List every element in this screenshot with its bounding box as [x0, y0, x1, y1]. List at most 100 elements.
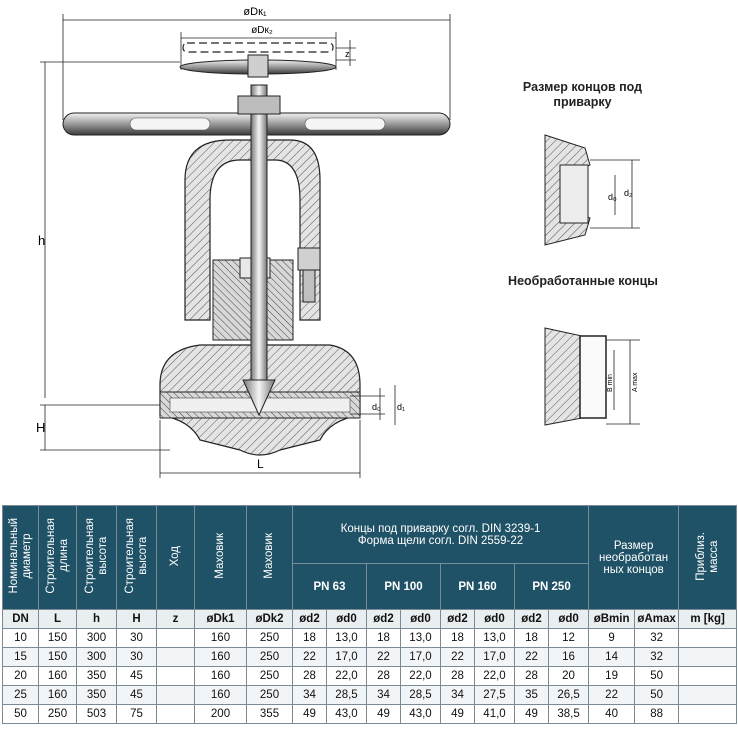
- table-cell: [156, 647, 195, 667]
- header-pn63: PN 63: [292, 563, 367, 610]
- label-d1: d₁: [397, 402, 405, 412]
- table-cell: 10: [2, 628, 39, 648]
- table-cell: 19: [588, 666, 636, 686]
- table-cell: 18: [366, 628, 401, 648]
- table-cell: 22: [588, 685, 636, 705]
- table-cell: 13,0: [326, 628, 367, 648]
- label-dk1: øDк₁: [243, 6, 266, 18]
- table-cell: 18: [440, 628, 475, 648]
- table-cell: 45: [116, 666, 157, 686]
- table-cell: 150: [38, 647, 77, 667]
- table-cell: 200: [194, 704, 247, 724]
- unit-cell: øDk2: [246, 609, 293, 629]
- unit-cell: ød2: [292, 609, 327, 629]
- header-pn250: PN 250: [513, 563, 590, 610]
- header-l: Строительная длина: [38, 505, 77, 610]
- unit-cell: h: [76, 609, 117, 629]
- table-cell: [156, 666, 195, 686]
- table-cell: 160: [194, 628, 247, 648]
- table-cell: 34: [440, 685, 475, 705]
- table-cell: 22: [366, 647, 401, 667]
- unit-cell: øAmax: [634, 609, 680, 629]
- label-H: H: [36, 420, 45, 435]
- unit-cell: ød0: [326, 609, 367, 629]
- table-cell: 13,0: [400, 628, 441, 648]
- table-cell: 250: [38, 704, 77, 724]
- table-cell: 250: [246, 628, 293, 648]
- table-cell: 250: [246, 685, 293, 705]
- table-cell: 17,0: [326, 647, 367, 667]
- table-cell: 350: [76, 666, 117, 686]
- header-pn160: PN 160: [440, 563, 515, 610]
- table-cell: 18: [292, 628, 327, 648]
- table-cell: 160: [194, 685, 247, 705]
- specification-table: Номинальный диаметр Строительная длина С…: [2, 505, 738, 724]
- label-weld-d2: d₂: [624, 188, 633, 198]
- table-cell: 22: [440, 647, 475, 667]
- label-weld-d0: d₀: [608, 192, 617, 202]
- table-cell: 49: [514, 704, 549, 724]
- table-cell: 22: [514, 647, 549, 667]
- unit-cell: ød2: [440, 609, 475, 629]
- table-cell: 32: [634, 647, 680, 667]
- caption-raw-ends: Необработанные концы: [508, 274, 658, 288]
- table-cell: 355: [246, 704, 293, 724]
- table-cell: 17,0: [400, 647, 441, 667]
- unit-cell: ød0: [474, 609, 515, 629]
- unit-cell: L: [38, 609, 77, 629]
- header-z: Ход: [156, 505, 195, 610]
- table-cell: 49: [292, 704, 327, 724]
- table-cell: 12: [547, 628, 590, 648]
- table-cell: 22,0: [400, 666, 441, 686]
- table-cell: 28: [440, 666, 475, 686]
- table-cell: 30: [116, 647, 157, 667]
- label-h: h: [38, 233, 45, 248]
- table-cell: 160: [194, 647, 247, 667]
- label-bmin: B min: [607, 374, 614, 392]
- table-cell: 20: [547, 666, 590, 686]
- table-cell: 350: [76, 685, 117, 705]
- table-cell: 28: [514, 666, 549, 686]
- header-dn: Номинальный диаметр: [2, 505, 39, 610]
- table-cell: [678, 685, 738, 705]
- unit-cell: øDk1: [194, 609, 247, 629]
- header-dk1: Маховик: [194, 505, 247, 610]
- table-cell: 49: [440, 704, 475, 724]
- unit-cell: DN: [2, 609, 39, 629]
- unit-cell: ød2: [366, 609, 401, 629]
- dimension-L: [159, 420, 361, 478]
- header-h: Строительная высота: [76, 505, 117, 610]
- table-cell: 50: [634, 685, 680, 705]
- weld-end-detail: d₀ d₂: [544, 134, 640, 246]
- table-cell: 14: [588, 647, 636, 667]
- label-d0: d₀: [372, 402, 381, 412]
- unit-cell: ød2: [514, 609, 549, 629]
- header-mass: Приблиз. масса: [678, 505, 738, 610]
- table-cell: 13,0: [474, 628, 515, 648]
- table-cell: 22: [292, 647, 327, 667]
- pn-row: PN 63 PN 100 PN 160 PN 250: [3, 563, 737, 610]
- table-cell: 34: [366, 685, 401, 705]
- header-row: Номинальный диаметр Строительная длина С…: [2, 505, 738, 610]
- table-cell: 25: [2, 685, 39, 705]
- table-cell: 250: [246, 666, 293, 686]
- unit-cell: øBmin: [588, 609, 636, 629]
- table-cell: 26,5: [547, 685, 590, 705]
- table-cell: 300: [76, 628, 117, 648]
- dimension-dk1: [62, 14, 451, 120]
- table-cell: [678, 628, 738, 648]
- dimension-h: [40, 61, 180, 398]
- table-cell: 35: [514, 685, 549, 705]
- small-handwheel: [182, 42, 334, 53]
- label-L: L: [257, 457, 264, 471]
- unit-cell: m [kg]: [678, 609, 738, 629]
- table-cell: 41,0: [474, 704, 515, 724]
- table-cell: 20: [2, 666, 39, 686]
- table-cell: 28: [292, 666, 327, 686]
- table-cell: 300: [76, 647, 117, 667]
